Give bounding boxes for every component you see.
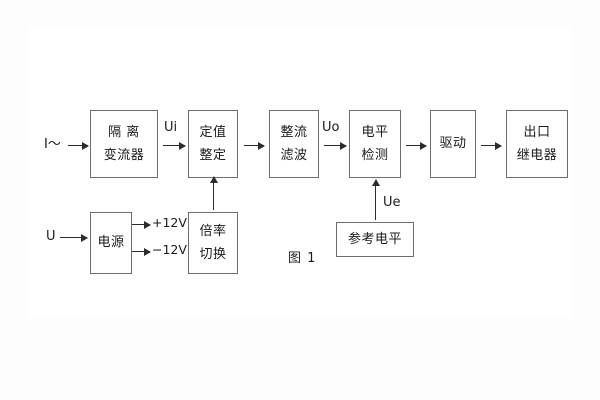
rail-positive-label: +12V xyxy=(152,215,187,230)
figure-caption: 图 1 xyxy=(288,251,317,266)
rail-negative-label: −12V xyxy=(152,242,187,257)
input-voltage-label: U xyxy=(46,229,56,244)
block-level-detect-line1: 电平 xyxy=(361,124,389,140)
block-drive[interactable]: 驱动 xyxy=(430,110,476,178)
block-setting-line1: 定值 xyxy=(199,124,227,140)
block-reference-level-line1: 参考电平 xyxy=(347,231,402,247)
arrow-setting-to-rectifier xyxy=(244,141,265,150)
signal-ui-label: Ui xyxy=(164,120,178,135)
block-multiplier-switch[interactable]: 倍率 切换 xyxy=(188,212,238,274)
block-multiplier-switch-line2: 切换 xyxy=(199,246,227,262)
input-current-label: I～ xyxy=(44,137,61,152)
block-output-relay[interactable]: 出口 继电器 xyxy=(506,110,568,178)
arrow-level-detect-to-drive xyxy=(406,141,427,150)
arrow-voltage-to-power-supply xyxy=(60,233,88,242)
arrow-rail-positive xyxy=(132,220,151,229)
arrow-rectifier-to-level-detect xyxy=(324,141,347,150)
block-power-supply-line1: 电源 xyxy=(97,235,125,251)
block-rectifier-filter-line2: 滤波 xyxy=(280,147,308,163)
block-output-relay-line1: 出口 xyxy=(523,124,551,140)
arrow-current-to-isolation xyxy=(68,141,89,150)
block-reference-level[interactable]: 参考电平 xyxy=(336,222,414,257)
block-output-relay-line2: 继电器 xyxy=(516,147,558,163)
arrow-isolation-to-setting xyxy=(163,141,186,150)
block-setting[interactable]: 定值 整定 xyxy=(188,110,238,178)
signal-ue-label: Ue xyxy=(383,195,401,210)
block-rectifier-filter[interactable]: 整流 滤波 xyxy=(269,110,319,178)
block-isolation-ct-line2: 变流器 xyxy=(103,147,145,163)
arrow-drive-to-output-relay xyxy=(481,141,502,150)
block-level-detect[interactable]: 电平 检测 xyxy=(349,110,401,178)
block-rectifier-filter-line1: 整流 xyxy=(280,124,308,140)
arrow-reference-to-level-detect xyxy=(371,179,380,220)
block-level-detect-line2: 检测 xyxy=(361,147,389,163)
block-isolation-ct-line1: 隔 离 xyxy=(108,124,140,140)
block-multiplier-switch-line1: 倍率 xyxy=(199,223,227,239)
arrow-rail-negative xyxy=(132,247,151,256)
block-setting-line2: 整定 xyxy=(199,147,227,163)
arrow-multiplier-to-setting xyxy=(209,176,218,210)
block-isolation-ct[interactable]: 隔 离 变流器 xyxy=(90,110,158,178)
block-drive-line1: 驱动 xyxy=(439,136,467,152)
block-power-supply[interactable]: 电源 xyxy=(90,212,132,274)
signal-uo-label: Uo xyxy=(322,120,340,135)
